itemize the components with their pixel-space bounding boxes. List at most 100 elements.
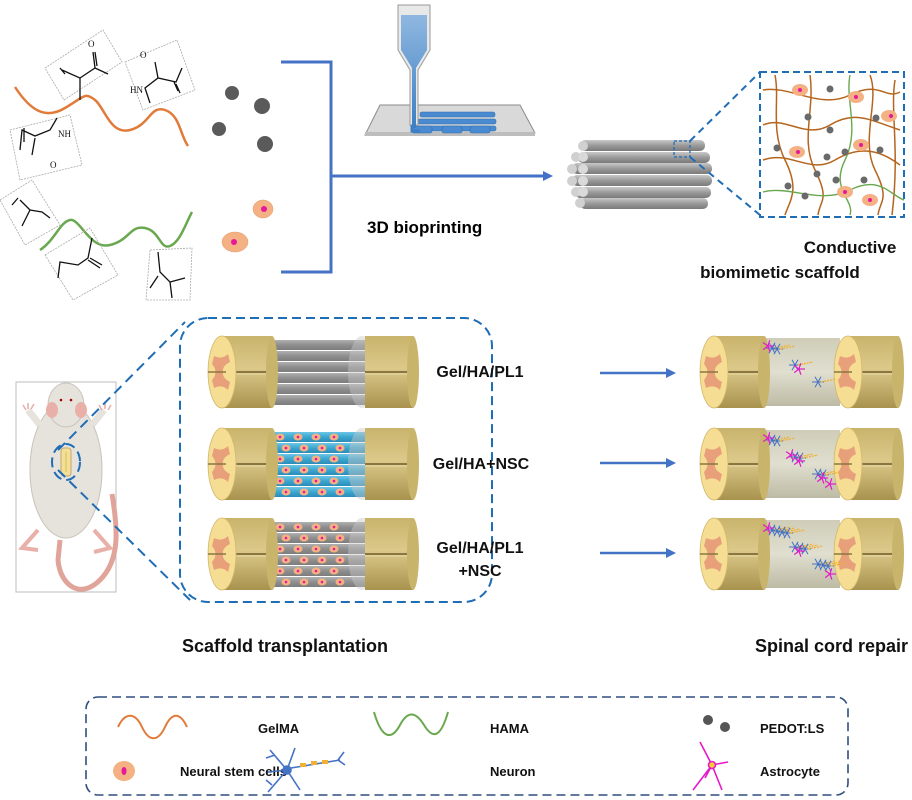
legend-label-astrocyte: Astrocyte xyxy=(760,764,820,779)
embedded-stem-cell xyxy=(293,477,303,485)
embedded-stem-cell xyxy=(317,556,327,564)
spinal-cord-stump-right xyxy=(833,335,904,409)
embedded-stem-cell xyxy=(281,444,291,452)
embedded-stem-cell xyxy=(317,444,327,452)
embedded-stem-cell xyxy=(299,444,309,452)
legend-label-gelma: GelMA xyxy=(258,721,300,736)
astrocyte-icon xyxy=(824,478,836,490)
neuron-icon xyxy=(812,468,837,480)
gelma-wave-icon xyxy=(117,714,188,740)
neuron-icon xyxy=(822,560,847,572)
neuron-icon xyxy=(771,343,796,355)
rat-zoom-lines xyxy=(57,321,191,601)
bioprinting-label: 3D bioprinting xyxy=(367,218,482,237)
repaired-cord xyxy=(699,335,904,409)
embedded-stem-cell xyxy=(317,534,327,542)
methacryl-structures xyxy=(11,51,186,299)
gelma-polymer xyxy=(13,86,190,147)
transplantation-caption: Scaffold transplantation xyxy=(182,636,388,656)
oxygen-label: O xyxy=(50,160,57,170)
astrocyte-icon xyxy=(824,568,836,580)
scaffold-label-line1: Conductive xyxy=(804,238,897,257)
astrocyte-icon xyxy=(793,545,805,557)
chem-atom-labels: O O HN NH O xyxy=(50,39,147,170)
neuron-icon xyxy=(265,747,346,793)
scaffold-rod-bundle xyxy=(567,140,712,209)
methacryl-group-boxes xyxy=(0,29,196,301)
embedded-stem-cell xyxy=(299,488,309,496)
embedded-stem-cell xyxy=(311,523,321,531)
embedded-stem-cell xyxy=(275,433,285,441)
embedded-stem-cell xyxy=(281,556,291,564)
astrocyte-icon xyxy=(692,741,729,791)
spinal-cord-stump-right xyxy=(833,517,904,591)
embedded-stem-cell xyxy=(275,523,285,531)
embedded-stem-cell xyxy=(329,567,339,575)
astrocyte-icon xyxy=(785,449,797,461)
scaffold-fiber xyxy=(268,340,378,350)
embedded-stem-cell xyxy=(299,534,309,542)
neuron-icon xyxy=(812,376,837,388)
scaffold-fiber xyxy=(268,384,378,394)
astrocyte-icon xyxy=(762,432,774,444)
rat-illustration xyxy=(15,381,119,593)
neuron-icon xyxy=(771,525,796,537)
spinal-cord-stump-left xyxy=(699,427,770,501)
embedded-stem-cell xyxy=(293,523,303,531)
group-label-1: Gel/HA/PL1 xyxy=(436,364,523,381)
neural-stem-cell-icon xyxy=(113,761,135,781)
astrocyte-icon xyxy=(793,363,805,375)
embedded-stem-cell xyxy=(317,466,327,474)
astrocyte-icon xyxy=(762,340,774,352)
embedded-stem-cell xyxy=(335,534,345,542)
spinal-cord-stump-left xyxy=(207,517,278,591)
scaffold-fiber xyxy=(268,395,378,405)
neural-stem-cells xyxy=(221,199,274,253)
group-label-3-line1: Gel/HA/PL1 xyxy=(436,540,523,557)
embedded-stem-cell xyxy=(275,477,285,485)
embedded-stem-cell xyxy=(329,523,339,531)
embedded-stem-cell xyxy=(329,477,339,485)
legend-label-hama: HAMA xyxy=(490,721,530,736)
pedot-particles-icon xyxy=(703,715,730,732)
embedded-stem-cell xyxy=(317,488,327,496)
amide-nh-label: NH xyxy=(58,129,71,139)
embedded-stem-cell xyxy=(299,466,309,474)
embedded-stem-cell xyxy=(299,556,309,564)
repaired-cord xyxy=(699,427,904,501)
embedded-stem-cell xyxy=(293,455,303,463)
embedded-stem-cell xyxy=(293,433,303,441)
neuron-icon xyxy=(776,526,801,538)
spinal-cord-stump-right xyxy=(833,427,904,501)
embedded-stem-cell xyxy=(281,488,291,496)
repair-arrows xyxy=(600,368,676,558)
neuron-icon xyxy=(789,359,814,371)
embedded-stem-cell xyxy=(335,488,345,496)
scaffold-label-line2: biomimetic scaffold xyxy=(700,263,860,282)
hama-wave-icon xyxy=(373,711,449,736)
amide-hn-label: HN xyxy=(130,85,143,95)
astrocyte-icon xyxy=(816,472,828,484)
spinal-cord-stump-right xyxy=(348,336,419,408)
scaffold-construct xyxy=(207,335,419,409)
embedded-stem-cell xyxy=(311,433,321,441)
embedded-stem-cell xyxy=(311,455,321,463)
embedded-stem-cell xyxy=(317,578,327,586)
embedded-stem-cell xyxy=(335,466,345,474)
scaffold-construct xyxy=(207,517,419,591)
repaired-cord xyxy=(699,517,904,591)
spinal-cord-stump-left xyxy=(699,517,770,591)
scaffold-fiber xyxy=(268,373,378,383)
embedded-stem-cell xyxy=(335,578,345,586)
embedded-stem-cell xyxy=(293,545,303,553)
embedded-stem-cell xyxy=(281,578,291,586)
astrocyte-icon xyxy=(762,522,774,534)
embedded-stem-cell xyxy=(299,578,309,586)
hydrogel-network-inset xyxy=(759,71,905,218)
spinal-cord-stump-left xyxy=(699,335,770,409)
embedded-stem-cell xyxy=(329,455,339,463)
embedded-stem-cell xyxy=(275,567,285,575)
scaffold-construct xyxy=(207,427,419,501)
zoom-lines xyxy=(689,71,761,216)
